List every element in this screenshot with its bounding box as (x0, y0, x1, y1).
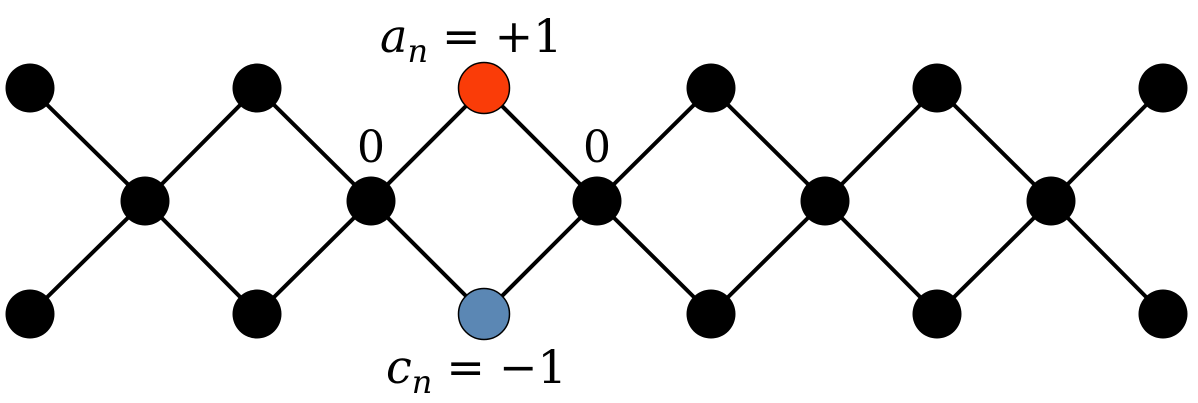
top-site (232, 63, 282, 113)
bond (1049, 199, 1165, 316)
bond (935, 86, 1053, 203)
top-site (5, 63, 55, 113)
bond (709, 86, 827, 203)
bond (482, 199, 599, 316)
top-site (1138, 63, 1188, 113)
bond (709, 199, 827, 316)
bond (143, 199, 259, 316)
bottom-site (232, 289, 282, 339)
bond (1049, 86, 1165, 203)
hub-site (572, 176, 622, 226)
site-c-n (457, 287, 511, 341)
bond (823, 199, 939, 316)
bond (28, 86, 147, 203)
lattice-sites (5, 61, 1188, 341)
bond (255, 86, 373, 203)
top-site-label: an = +1 (380, 9, 562, 70)
bottom-site-subscript: n (412, 363, 433, 401)
bottom-site (1138, 289, 1188, 339)
bond (482, 86, 599, 203)
bond (595, 199, 713, 316)
top-site-subscript: n (407, 32, 428, 70)
bond (595, 86, 713, 203)
site-a-n (457, 61, 511, 115)
bottom-site (912, 289, 962, 339)
hub-site (800, 176, 850, 226)
bond (823, 86, 939, 203)
hub-site (120, 176, 170, 226)
bottom-site-symbol: c (386, 340, 412, 394)
top-site-value: +1 (495, 9, 563, 63)
bottom-site-value: −1 (499, 340, 567, 394)
bottom-site (5, 289, 55, 339)
bond (143, 86, 259, 203)
bottom-site-label: cn = −1 (386, 340, 567, 401)
bond (369, 86, 486, 203)
bond (935, 199, 1053, 316)
bond (255, 199, 373, 316)
top-site-symbol: a (380, 9, 407, 63)
bond (28, 199, 147, 316)
bond (369, 199, 486, 316)
top-site (686, 63, 736, 113)
top-site (912, 63, 962, 113)
bottom-site-relation: = (446, 340, 485, 394)
hub-zero-label-right: 0 (583, 122, 611, 173)
top-site-relation: = (442, 9, 481, 63)
lattice-bonds (28, 86, 1165, 316)
bottom-site (686, 289, 736, 339)
hub-site (346, 176, 396, 226)
hub-site (1026, 176, 1076, 226)
hub-zero-label-left: 0 (357, 122, 385, 173)
